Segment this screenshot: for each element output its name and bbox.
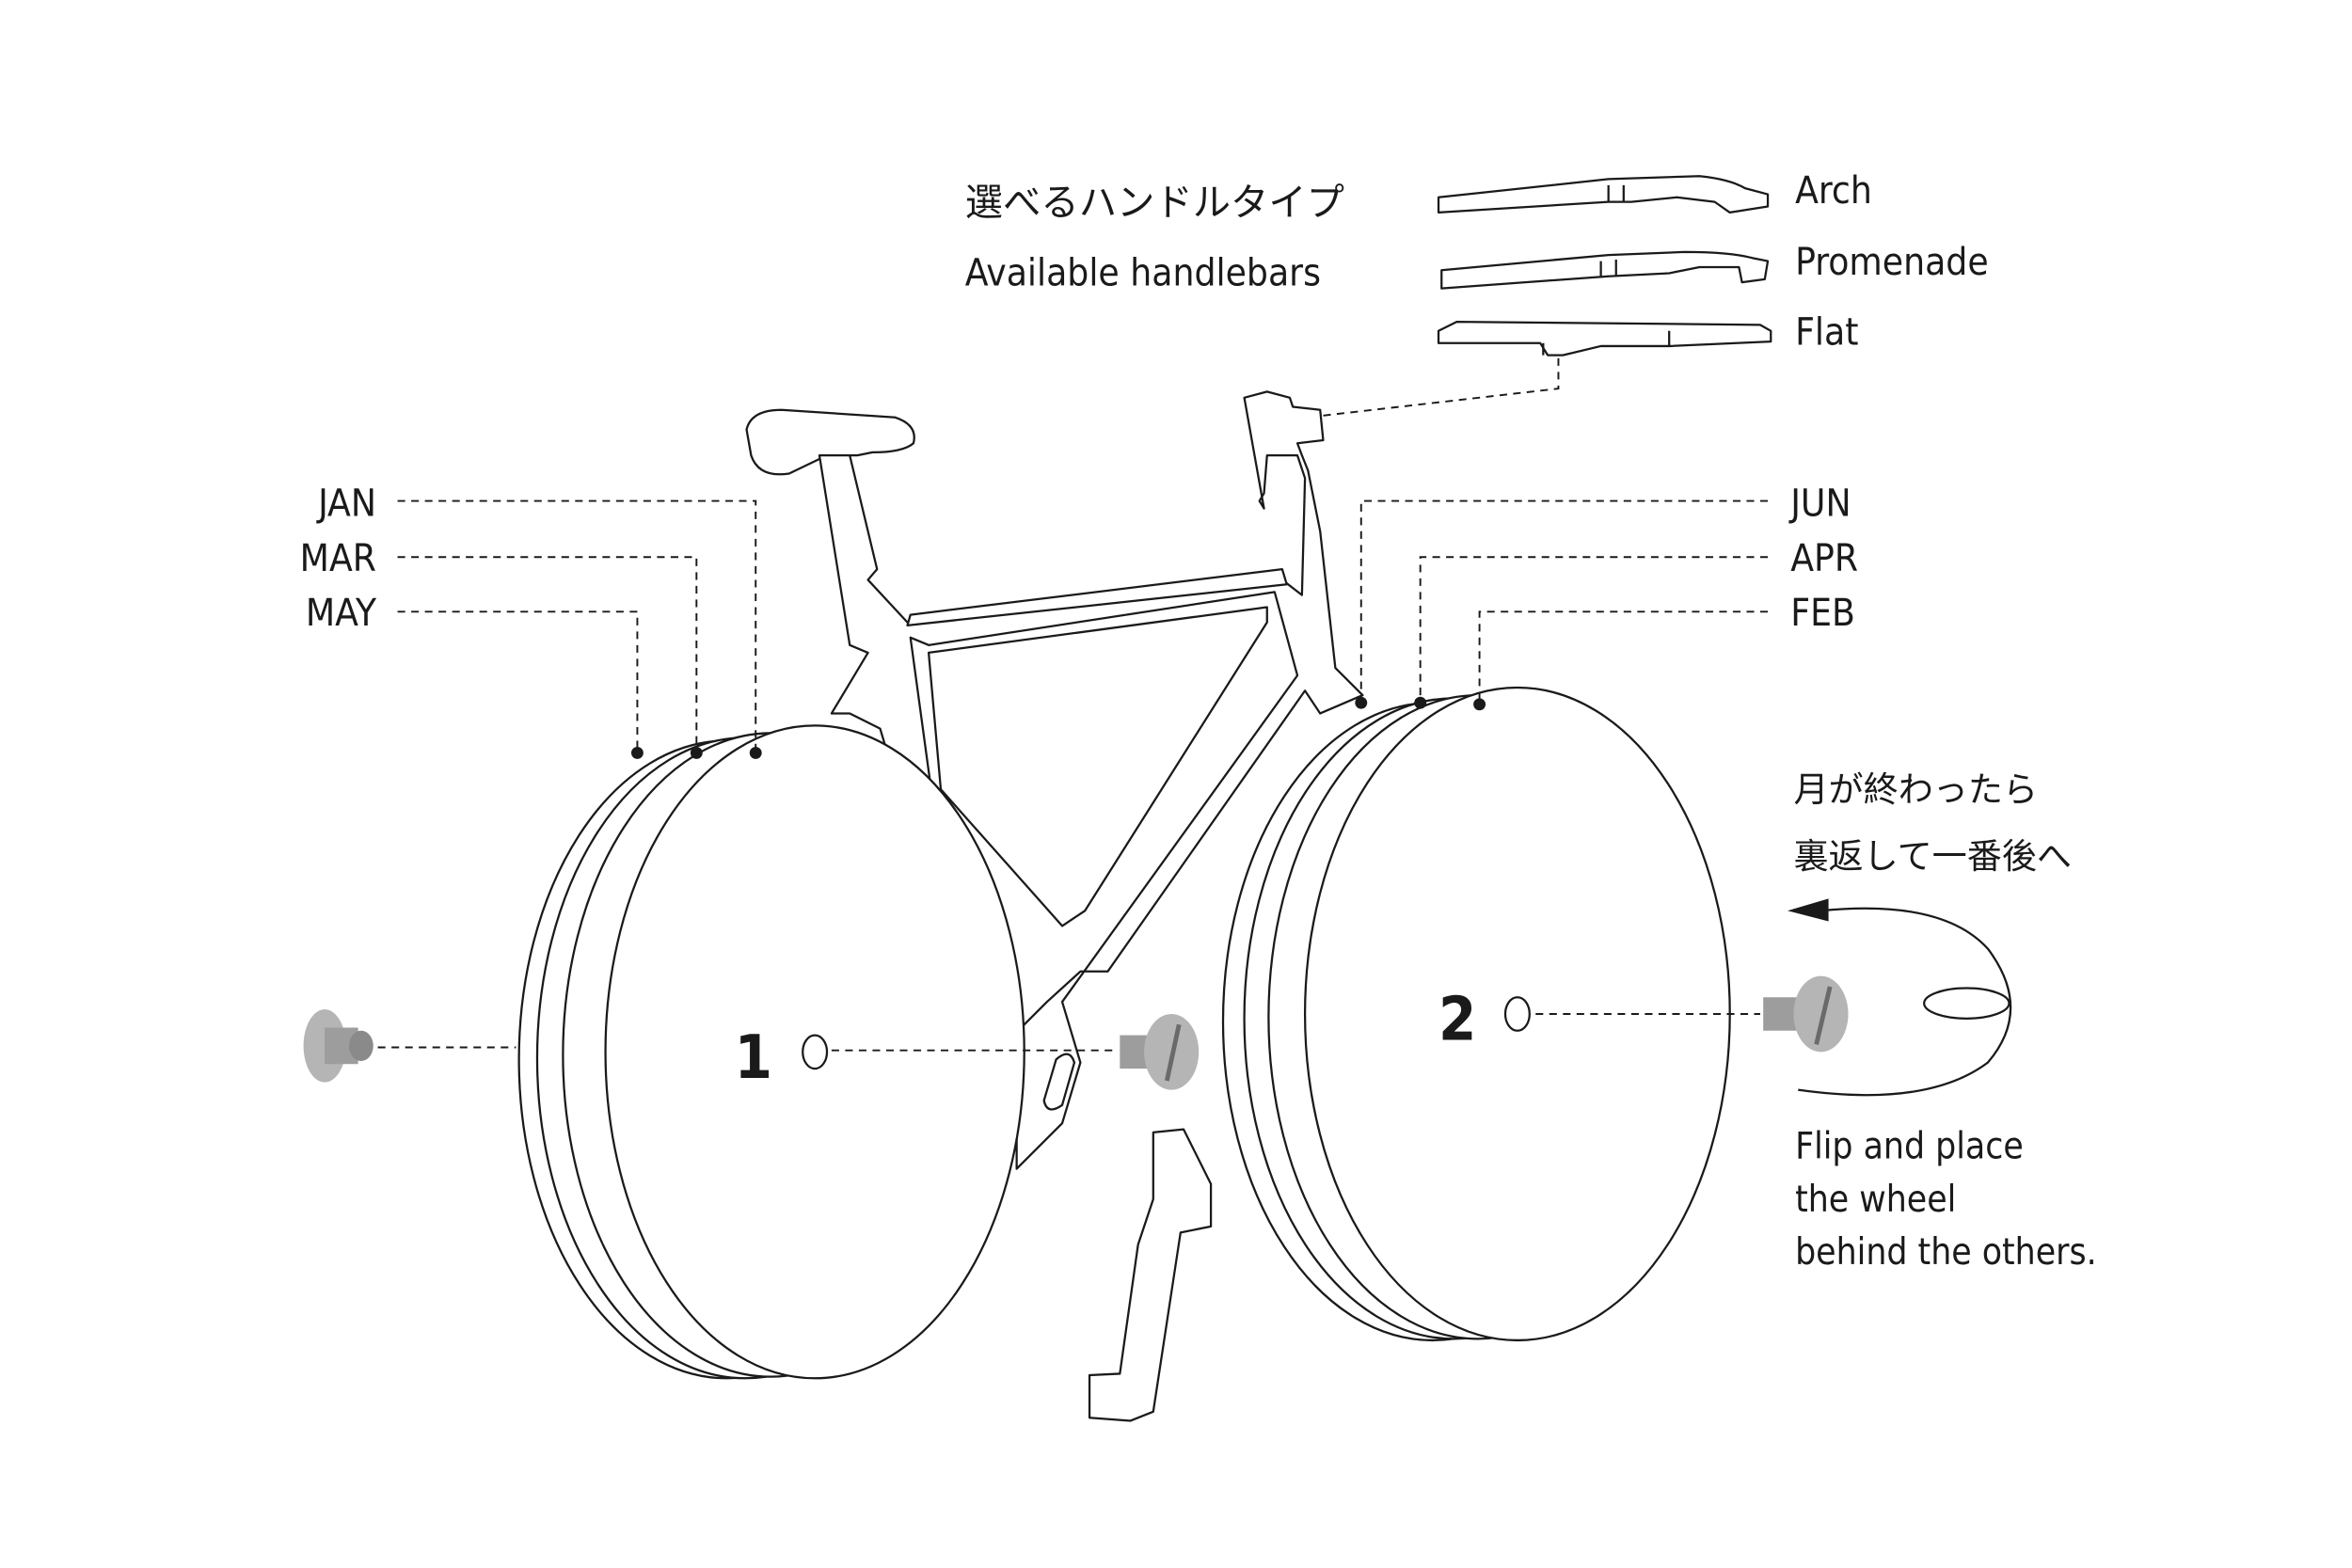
handlebar-title-en: Available handlebars bbox=[965, 250, 1321, 294]
month-label-may: MAY bbox=[306, 591, 377, 635]
instruction-ja-line-2: 裏返して一番後へ bbox=[1793, 836, 2072, 877]
handlebar-arch-label: Arch bbox=[1795, 168, 1872, 213]
handlebar-arch-icon bbox=[1437, 175, 1770, 214]
instruction-en-line-2: the wheel bbox=[1795, 1179, 1956, 1221]
month-leaders-wheel-1 bbox=[397, 499, 762, 759]
handlebar-flat-label: Flat bbox=[1795, 309, 1858, 354]
instruction-en-line-1: Flip and place bbox=[1795, 1125, 2024, 1167]
handlebar-flat-icon bbox=[1437, 320, 1772, 356]
handlebar-leader-line bbox=[1320, 357, 1560, 418]
handlebar-promenade-label: Promenade bbox=[1795, 240, 1989, 284]
month-label-jan: JAN bbox=[316, 482, 376, 526]
wheel-2-number: 2 bbox=[1438, 984, 1476, 1054]
bolt-right-icon bbox=[1763, 975, 1849, 1053]
month-label-mar: MAR bbox=[300, 536, 376, 580]
wheel-1-axle-hole bbox=[802, 1034, 829, 1070]
wheel-1: 1 bbox=[517, 724, 1025, 1380]
handlebar-promenade-icon bbox=[1440, 250, 1770, 290]
month-label-feb: FEB bbox=[1790, 591, 1855, 635]
wheel-2-axle-hole bbox=[1503, 996, 1531, 1032]
month-label-apr: APR bbox=[1790, 536, 1858, 580]
bolt-left-icon bbox=[303, 1009, 373, 1083]
flip-arrow-icon bbox=[1788, 898, 2012, 1097]
wheel-2: 2 bbox=[1221, 686, 1731, 1342]
wheel-1-number: 1 bbox=[735, 1022, 772, 1093]
month-leaders-wheel-2 bbox=[1355, 499, 1769, 711]
instruction-en-line-3: behind the others. bbox=[1795, 1231, 2097, 1274]
handlebar-title-ja: 選べるハンドルタイプ bbox=[965, 181, 1344, 225]
bolt-middle-icon bbox=[1120, 1013, 1200, 1090]
month-label-jun: JUN bbox=[1788, 482, 1851, 526]
instruction-ja-line-1: 月が終わったら bbox=[1793, 769, 2038, 810]
